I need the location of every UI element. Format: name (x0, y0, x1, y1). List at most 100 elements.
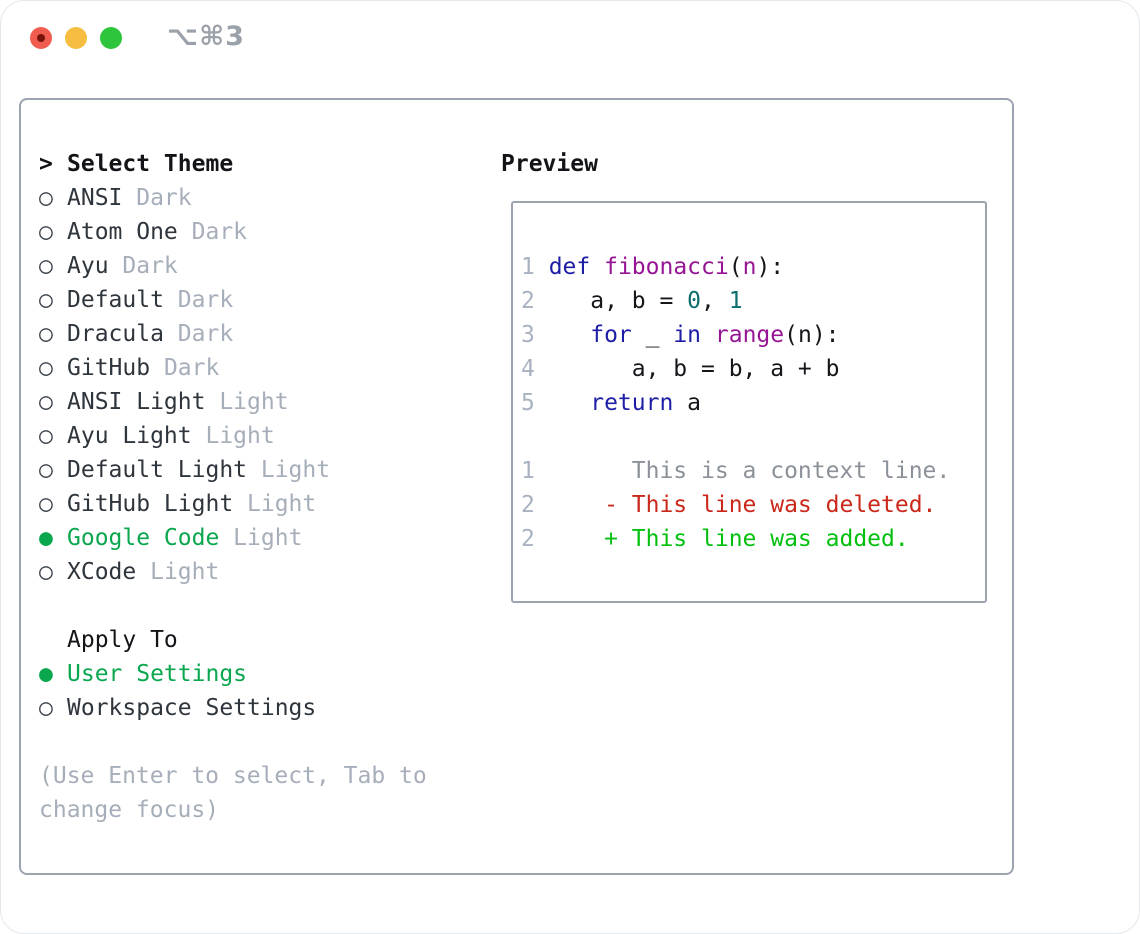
option-variant-label: Light (247, 457, 331, 483)
radio-unselected-icon: ○ (39, 321, 53, 347)
line-number: 1 (521, 458, 535, 484)
code-text: - This line was deleted. (548, 492, 937, 518)
preview-line: 2 + This line was added. (521, 522, 985, 556)
traffic-lights (30, 27, 122, 49)
theme-list-column: > Select Theme ○ANSI Dark○Atom One Dark○… (39, 147, 501, 873)
radio-unselected-icon: ○ (39, 389, 53, 415)
option-label: GitHub Light (67, 491, 234, 517)
theme-option[interactable]: ● Google Code Light (39, 521, 501, 555)
theme-option[interactable]: ○ Ayu Light Light (39, 419, 501, 453)
line-number: 2 (521, 526, 535, 552)
line-number: 4 (521, 356, 535, 382)
radio-unselected-icon: ○ (39, 695, 53, 721)
apply-option[interactable]: ○ Workspace Settings (39, 691, 501, 725)
option-label: Workspace Settings (67, 695, 317, 721)
option-label: Atom One (67, 219, 178, 245)
line-number: 5 (521, 390, 535, 416)
window-title: ⌥⌘3 (167, 21, 245, 52)
option-variant-label: Light (219, 525, 303, 551)
option-variant-label: Light (191, 423, 275, 449)
preview-line: 1 def fibonacci(n): (521, 250, 985, 284)
option-variant-label: Dark (122, 185, 192, 211)
radio-unselected-icon: ○ (39, 559, 53, 585)
line-number: 1 (521, 254, 535, 280)
radio-unselected-icon: ○ (39, 253, 53, 279)
theme-option[interactable]: ○ XCode Light (39, 555, 501, 589)
preview-line: 3 for _ in range(n): (521, 318, 985, 352)
option-variant-label: Dark (150, 355, 220, 381)
theme-option[interactable]: ○Default Dark (39, 283, 501, 317)
theme-option[interactable]: ○ GitHub Light Light (39, 487, 501, 521)
line-number: 2 (521, 288, 535, 314)
preview-line: 2 - This line was deleted. (521, 488, 985, 522)
theme-option[interactable]: ○ ANSI Light Light (39, 385, 501, 419)
apply-to-list: ●User Settings ○ Workspace Settings (39, 657, 501, 725)
code-text: This is a context line. (548, 458, 951, 484)
apply-option[interactable]: ●User Settings (39, 657, 501, 691)
radio-unselected-icon: ○ (39, 287, 53, 313)
section-gap (39, 725, 501, 759)
option-label: User Settings (67, 661, 248, 687)
preview-line: 1 This is a context line. (521, 454, 985, 488)
theme-option[interactable]: ○ Atom One Dark (39, 215, 501, 249)
code-text: a, b = 0, 1 (548, 288, 743, 314)
option-label: ANSI Light (67, 389, 206, 415)
radio-unselected-icon: ○ (39, 423, 53, 449)
main-panel: > Select Theme ○ANSI Dark○Atom One Dark○… (19, 98, 1014, 875)
preview-line: 5 return a (521, 386, 985, 420)
line-number: 3 (521, 322, 535, 348)
option-variant-label: Light (233, 491, 317, 517)
theme-option[interactable]: ○ GitHub Dark (39, 351, 501, 385)
option-label: Ayu (67, 253, 109, 279)
preview-line: 4 a, b = b, a + b (521, 352, 985, 386)
close-button-icon[interactable] (30, 27, 52, 49)
preview-title: Preview (501, 151, 598, 177)
radio-unselected-icon: ○ (39, 491, 53, 517)
radio-selected-icon: ● (39, 525, 53, 551)
theme-option[interactable]: ○ ANSI Dark (39, 181, 501, 215)
option-label: ANSI (67, 185, 123, 211)
option-label: Default (67, 287, 164, 313)
radio-unselected-icon: ○ (39, 185, 53, 211)
theme-option[interactable]: ○ Default Light Light (39, 453, 501, 487)
theme-list-title: Select Theme (67, 151, 234, 177)
code-text: return a (590, 390, 702, 416)
radio-unselected-icon: ○ (39, 219, 53, 245)
option-variant-label: Dark (177, 219, 248, 245)
option-label: Dracula (67, 321, 164, 347)
option-label: XCode (67, 559, 137, 585)
cursor-prefix-icon: > (39, 151, 53, 177)
option-label: Google Code (67, 525, 220, 551)
option-variant-label: Light (205, 389, 289, 415)
preview-line: 2 a, b = 0, 1 (521, 284, 985, 318)
code-text: + This line was added. (548, 526, 909, 552)
option-label: Default Light (67, 457, 248, 483)
line-number: 2 (521, 492, 535, 518)
theme-list-header-row: > Select Theme (39, 147, 501, 181)
section-gap (39, 589, 501, 623)
option-variant-label: Dark (108, 253, 178, 279)
theme-option[interactable]: ○ Ayu Dark (39, 249, 501, 283)
radio-unselected-icon: ○ (39, 457, 53, 483)
apply-to-title: Apply To (67, 627, 178, 653)
option-variant-label: Light (136, 559, 220, 585)
hint-text: (Use Enter to select, Tab to change focu… (39, 763, 427, 823)
preview-line (521, 420, 985, 454)
option-label: Ayu Light (67, 423, 192, 449)
line-number (521, 420, 549, 454)
zoom-button-icon[interactable] (100, 27, 122, 49)
theme-list: ○ ANSI Dark ○ Atom One Dark ○ Ayu Dark ○ Defaul… (39, 181, 501, 589)
titlebar: ⌥⌘3 (1, 1, 1139, 98)
minimize-button-icon[interactable] (65, 27, 87, 49)
option-label: GitHub (67, 355, 151, 381)
option-variant-label: Dark (163, 321, 234, 347)
code-text: a, b = b, a + b (548, 356, 840, 382)
theme-option[interactable]: ○ Dracula Dark (39, 317, 501, 351)
code-text: def fibonacci(n): (548, 254, 785, 280)
radio-unselected-icon: ○ (39, 355, 53, 381)
apply-to-header-row: Apply To (39, 623, 501, 657)
code-text: for _ in range(n): (590, 322, 840, 348)
